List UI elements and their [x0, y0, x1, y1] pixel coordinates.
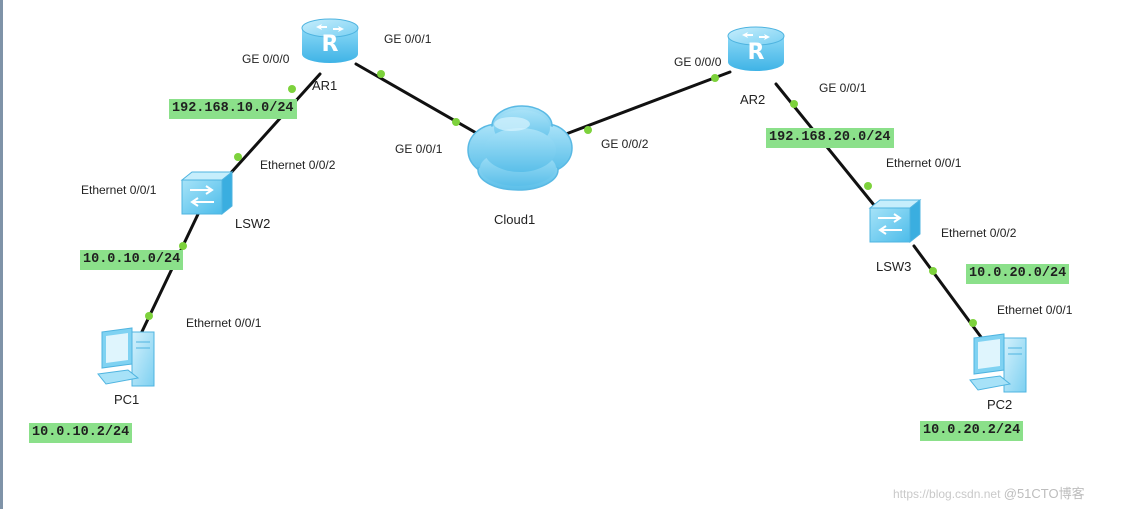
- device-label-pc1: PC1: [114, 392, 140, 407]
- port-dot-cloud-ge001: [452, 118, 460, 126]
- device-label-lsw2: LSW2: [235, 216, 271, 231]
- cloud-icon[interactable]: [467, 105, 573, 191]
- router-icon[interactable]: R: [301, 18, 359, 63]
- ip-label-pc1: 10.0.10.2/24: [29, 423, 133, 443]
- switch-icon[interactable]: [868, 198, 922, 244]
- window-left-border: [0, 0, 3, 509]
- pc-icon[interactable]: [97, 327, 155, 387]
- port-dot-pc1-eth001: [145, 312, 153, 320]
- port-label-pc1-eth001: Ethernet 0/0/1: [186, 316, 262, 330]
- watermark-url: https://blog.csdn.net: [893, 487, 1001, 501]
- port-label-ar2-ge001: GE 0/0/1: [819, 81, 867, 95]
- port-dot-ar1-ge001: [377, 70, 385, 78]
- svg-text:R: R: [322, 32, 339, 57]
- port-label-lsw2-eth001: Ethernet 0/0/1: [81, 183, 157, 197]
- port-dot-pc2-eth001: [969, 319, 977, 327]
- port-dot-cloud-ge002: [584, 126, 592, 134]
- device-label-lsw3: LSW3: [876, 259, 912, 274]
- port-dot-ar2-ge000: [711, 74, 719, 82]
- pc-icon[interactable]: [969, 333, 1027, 393]
- device-label-pc2: PC2: [987, 397, 1013, 412]
- port-label-ar1-ge001: GE 0/0/1: [384, 32, 432, 46]
- ip-label-pc2: 10.0.20.2/24: [920, 421, 1024, 441]
- device-label-ar1: AR1: [312, 78, 338, 93]
- subnet-label-10-0-10: 10.0.10.0/24: [80, 250, 184, 270]
- port-label-cloud-ge001: GE 0/0/1: [395, 142, 443, 156]
- switch-icon[interactable]: [180, 170, 234, 216]
- port-dot-lsw2-eth002: [234, 153, 242, 161]
- port-label-ar2-ge000: GE 0/0/0: [674, 55, 722, 69]
- port-label-lsw2-eth002: Ethernet 0/0/2: [260, 158, 336, 172]
- port-dot-lsw3-eth002: [929, 267, 937, 275]
- router-icon[interactable]: R: [727, 26, 785, 71]
- port-label-cloud-ge002: GE 0/0/2: [601, 137, 649, 151]
- subnet-label-192-168-10: 192.168.10.0/24: [169, 99, 297, 119]
- link-cloud1-ar2: [564, 70, 732, 136]
- watermark: https://blog.csdn.net @51CTO博客: [893, 483, 1085, 502]
- port-label-ar1-ge000: GE 0/0/0: [242, 52, 290, 66]
- device-label-cloud1: Cloud1: [494, 212, 536, 227]
- subnet-label-10-0-20: 10.0.20.0/24: [966, 264, 1070, 284]
- device-label-ar2: AR2: [740, 92, 766, 107]
- svg-text:R: R: [748, 40, 765, 65]
- link-lsw3-pc2: [912, 244, 994, 354]
- subnet-label-192-168-20: 192.168.20.0/24: [766, 128, 894, 148]
- port-label-pc2-eth001: Ethernet 0/0/1: [997, 303, 1073, 317]
- port-dot-ar2-ge001: [790, 100, 798, 108]
- port-dot-ar1-ge000: [288, 85, 296, 93]
- port-dot-lsw3-eth001: [864, 182, 872, 190]
- port-dots: [145, 70, 977, 327]
- port-label-lsw3-eth001: Ethernet 0/0/1: [886, 156, 962, 170]
- port-dot-lsw2-eth001: [179, 242, 187, 250]
- watermark-brand: @51CTO博客: [1003, 486, 1085, 501]
- port-label-lsw3-eth002: Ethernet 0/0/2: [941, 226, 1017, 240]
